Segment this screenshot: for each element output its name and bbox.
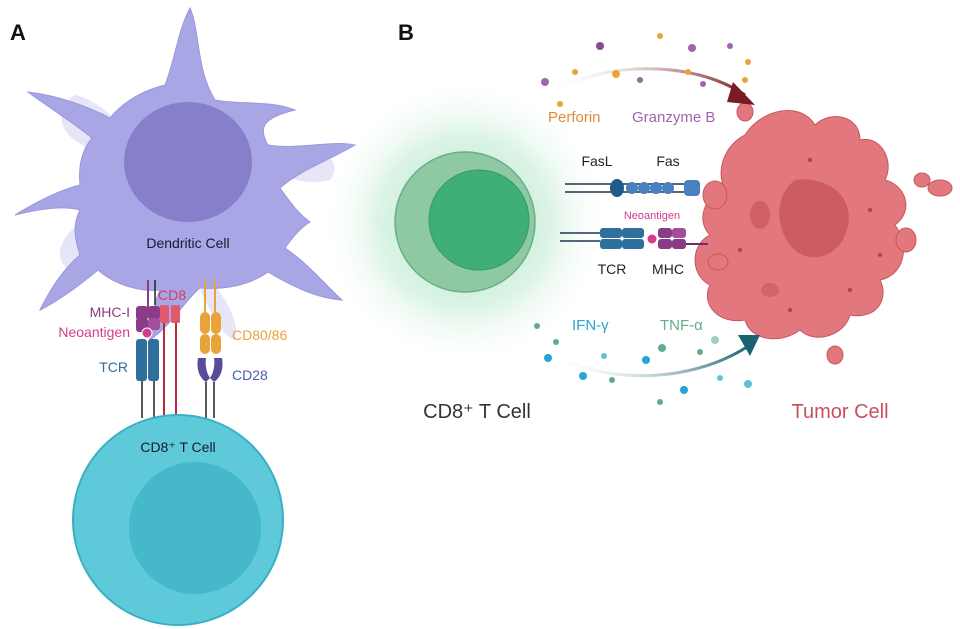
cd8-block	[160, 305, 169, 323]
cd8086-block	[200, 312, 210, 334]
tcell-b-label: CD8⁺ T Cell	[423, 401, 531, 423]
tcell-a-nucleus	[129, 462, 261, 594]
tcr-b-label: TCR	[598, 261, 627, 277]
tumor-cell	[694, 102, 953, 365]
cytotoxic-granules	[541, 33, 751, 107]
fas-label: Fas	[656, 153, 679, 169]
granzyme-label: Granzyme B	[632, 109, 715, 126]
arrow-top	[544, 67, 746, 97]
tcr-block	[136, 339, 147, 381]
dendritic-cell-label: Dendritic Cell	[146, 235, 229, 251]
panel-b-letter: B	[398, 20, 414, 45]
arrow-top-head	[727, 82, 755, 105]
fasl-label: FasL	[581, 153, 612, 169]
tumor-cell-label: Tumor Cell	[791, 401, 888, 423]
panel-a-letter: A	[10, 20, 26, 45]
tcell-a-label: CD8⁺ T Cell	[140, 439, 215, 455]
cd8-label: CD8	[158, 287, 186, 303]
ifn-label: IFN-γ	[572, 317, 609, 334]
tcr-label: TCR	[99, 359, 128, 375]
dendritic-nucleus	[124, 102, 252, 222]
tcr-mhc-complex	[560, 228, 708, 249]
perforin-label: Perforin	[548, 109, 601, 126]
tnf-label: TNF-α	[660, 317, 703, 334]
cd8086-label: CD80/86	[232, 327, 287, 343]
cytokine-dots	[534, 323, 752, 405]
mhc1-label: MHC-I	[90, 304, 130, 320]
mhc-b-label: MHC	[652, 261, 684, 277]
tcell-b-nucleus	[428, 169, 530, 271]
cd28-label: CD28	[232, 367, 268, 383]
mhc1-block	[136, 306, 148, 320]
neoantigen-label: Neoantigen	[58, 324, 130, 340]
arrow-bottom-head	[738, 335, 760, 356]
neoantigen-dot	[141, 327, 153, 339]
arrow-bottom	[544, 343, 751, 378]
synapse-a	[136, 280, 223, 418]
neoantigen-b-label: Neoantigen	[624, 210, 680, 222]
fasl-fas-complex	[565, 179, 700, 197]
cd28-block	[197, 358, 210, 382]
